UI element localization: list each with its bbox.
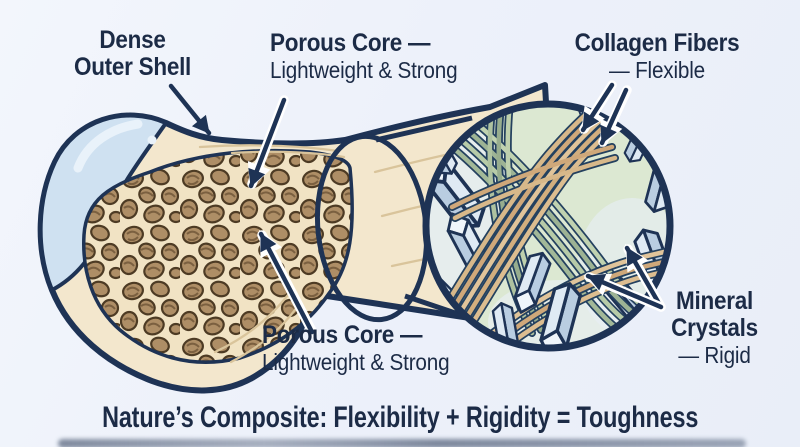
label-dense-outer-shell: Dense Outer Shell [40, 27, 225, 81]
arrow-mineral-1 [624, 245, 664, 310]
caption-title: Nature’s Composite: Flexibility + Rigidi… [101, 401, 699, 434]
label-line: Porous Core — [270, 29, 431, 57]
label-line: Lightweight & Strong [262, 349, 450, 375]
magnifier-connector-top [375, 115, 473, 143]
arrow-dense-outer-shell [168, 83, 212, 136]
cartilage-highlight [73, 119, 143, 173]
label-line: Outer Shell [73, 53, 192, 81]
arrow-collagen-1 [580, 82, 615, 133]
arrow-porous-core-top [248, 97, 287, 189]
bone [37, 82, 563, 394]
label-line: Porous Core — [262, 321, 423, 349]
cartilage-highlight-dot [147, 135, 157, 145]
magnified-microstructure [422, 100, 674, 352]
label-line: Dense [99, 26, 166, 54]
arrow-collagen-2 [599, 87, 629, 146]
arrow-porous-core-bottom [258, 231, 315, 335]
label-line: Crystals [671, 314, 758, 342]
label-line: — Flexible [609, 57, 705, 83]
annotation-arrows [168, 80, 666, 338]
label-line: Mineral [676, 287, 753, 315]
label-line: Collagen Fibers [574, 29, 740, 57]
magnified-circle-rim [422, 100, 674, 352]
label-line: — Rigid [678, 342, 751, 368]
label-mineral-crystals: Mineral Crystals — Rigid [642, 287, 787, 369]
label-collagen-fibers: Collagen Fibers — Flexible [557, 29, 757, 84]
label-line: Lightweight & Strong [270, 57, 458, 83]
label-porous-core-bottom: Porous Core — Lightweight & Strong [262, 321, 470, 376]
arrow-mineral-2 [585, 273, 664, 310]
label-porous-core-top: Porous Core — Lightweight & Strong [270, 29, 478, 84]
cropped-text-remnant [58, 439, 746, 447]
